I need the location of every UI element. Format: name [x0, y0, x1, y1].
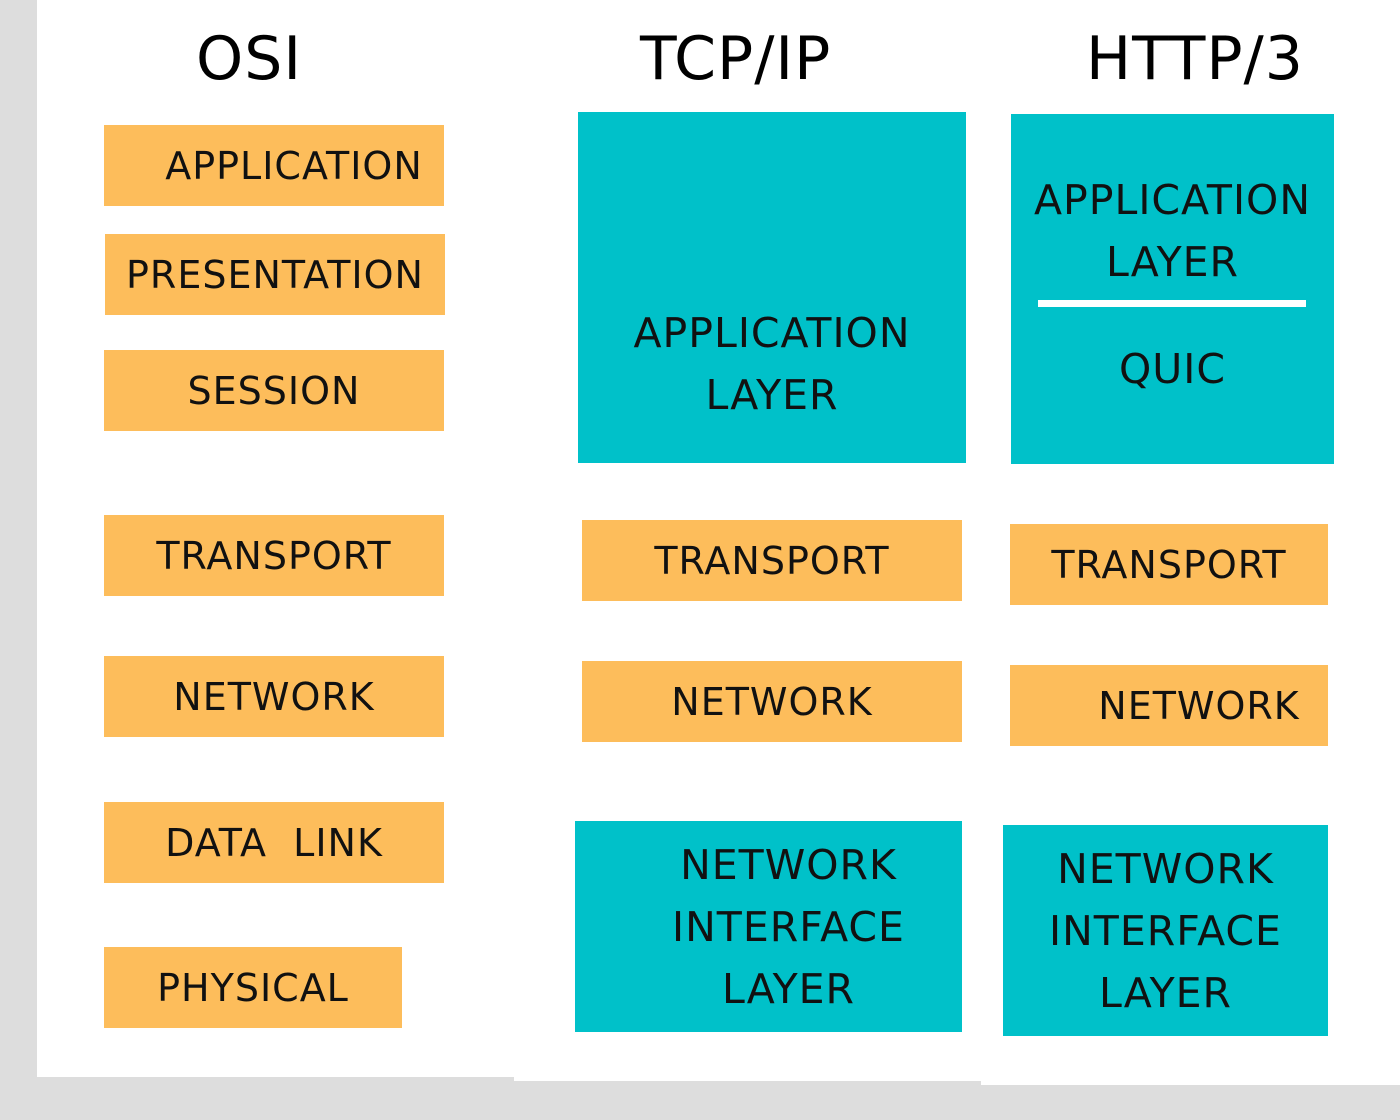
tcpip-network-interface-layer: NETWORK INTERFACE LAYER [575, 821, 962, 1032]
tcpip-application-label-line: APPLICATION [633, 309, 911, 357]
http3-network-layer: NETWORK [1010, 665, 1328, 746]
http3-layer-divider [1038, 300, 1306, 307]
osi-layer-label: SESSION [187, 368, 361, 413]
tcpip-network-label: NETWORK [671, 679, 873, 724]
http3-transport-label: TRANSPORT [1051, 542, 1287, 587]
osi-layer-label: APPLICATION [165, 143, 423, 188]
osi-layer-session: SESSION [104, 350, 444, 431]
http3-interface-label-line: LAYER [1098, 968, 1233, 1017]
tcpip-application-label-line: LAYER [705, 371, 839, 419]
http3-application-label-line: APPLICATION [1034, 176, 1311, 224]
osi-layer-label: NETWORK [173, 674, 375, 719]
osi-layer-application: APPLICATION [104, 125, 444, 206]
osi-title: OSI [196, 24, 303, 94]
http3-quic-label: QUIC [1118, 345, 1226, 393]
http3-interface-label-line: NETWORK [1057, 844, 1274, 893]
tcpip-transport-label: TRANSPORT [654, 538, 890, 583]
tcpip-title: TCP/IP [640, 24, 832, 94]
http3-network-interface-layer: NETWORK INTERFACE LAYER [1003, 825, 1328, 1036]
tcpip-interface-label-line: NETWORK [680, 840, 897, 889]
osi-layer-label: TRANSPORT [156, 533, 392, 578]
http3-transport-layer: TRANSPORT [1010, 524, 1328, 605]
http3-network-label: NETWORK [1098, 683, 1300, 728]
osi-layer-physical: PHYSICAL [104, 947, 402, 1028]
osi-layer-label: DATA LINK [165, 820, 383, 865]
tcpip-interface-label-line: LAYER [721, 964, 856, 1013]
osi-layer-data-link: DATA LINK [104, 802, 444, 883]
tcpip-interface-label-line: INTERFACE [672, 902, 905, 951]
osi-layer-label: PRESENTATION [126, 252, 424, 297]
http3-title: HTTP/3 [1086, 24, 1304, 94]
tcpip-transport-layer: TRANSPORT [582, 520, 962, 601]
http3-application-label-line: LAYER [1105, 238, 1240, 286]
tcpip-network-layer: NETWORK [582, 661, 962, 742]
http3-interface-label-line: INTERFACE [1049, 906, 1282, 955]
osi-layer-network: NETWORK [104, 656, 444, 737]
tcpip-application-layer: APPLICATION LAYER [578, 112, 966, 463]
osi-layer-label: PHYSICAL [157, 965, 349, 1010]
http3-application-layer: APPLICATION LAYER QUIC [1011, 114, 1334, 464]
osi-layer-presentation: PRESENTATION [105, 234, 445, 315]
osi-layer-transport: TRANSPORT [104, 515, 444, 596]
